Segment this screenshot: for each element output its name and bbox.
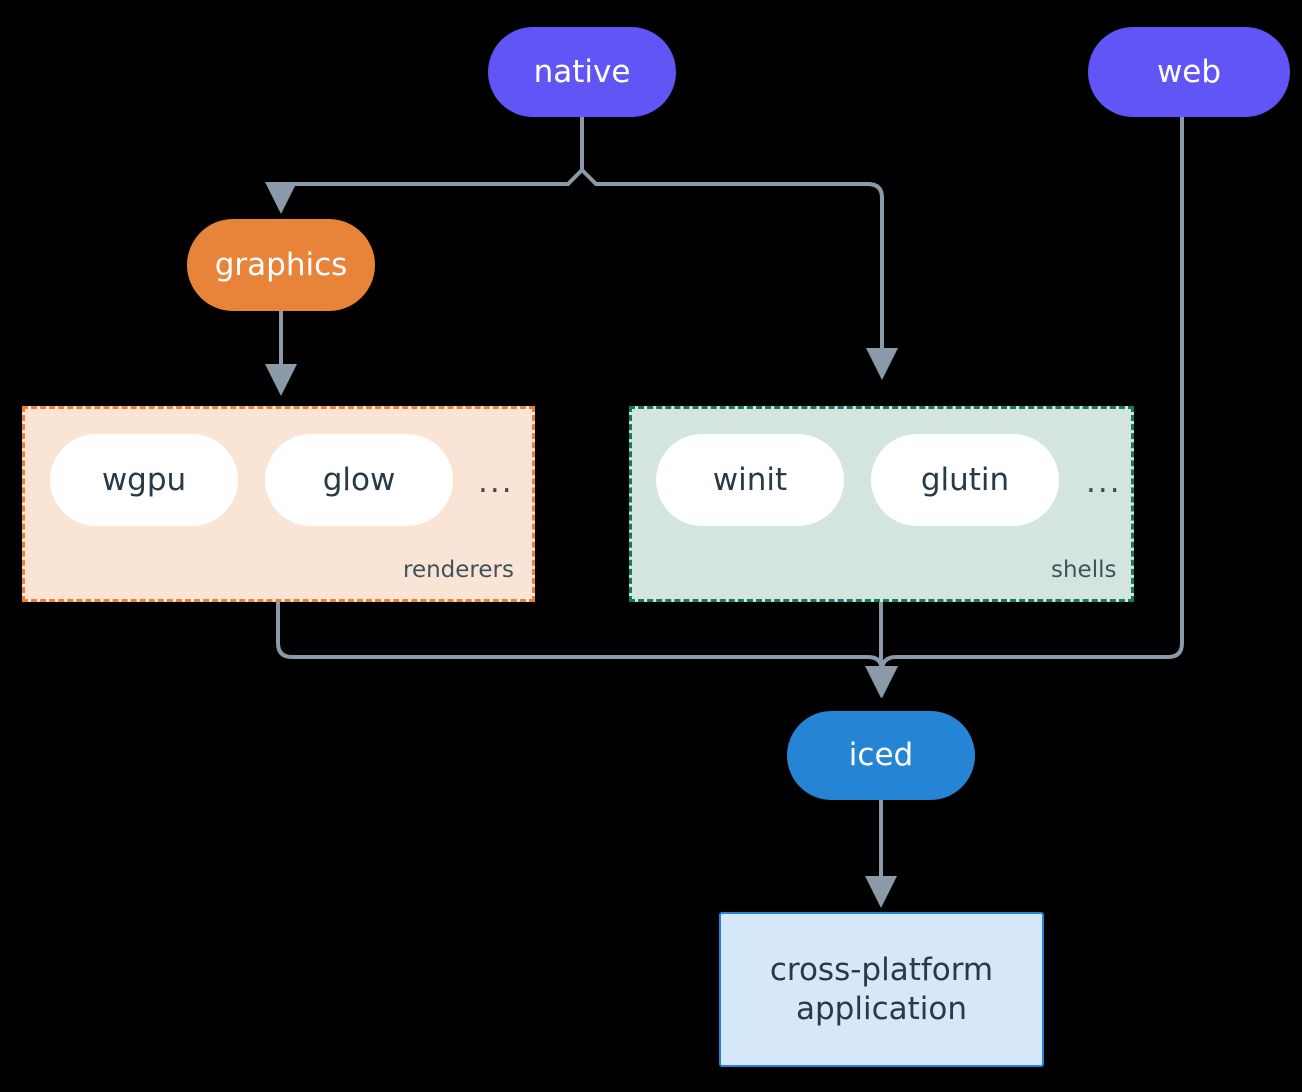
node-native-label: native: [533, 53, 631, 90]
edge-native-to-graphics-left: [265, 168, 584, 214]
node-wgpu-label: wgpu: [101, 461, 187, 498]
node-glutin-label: glutin: [920, 461, 1010, 498]
edge-renderers-to-iced: [276, 600, 898, 698]
node-native[interactable]: native: [488, 27, 676, 117]
node-renderers-more-label: ...: [478, 464, 514, 500]
group-shells-label-text: shells: [1051, 557, 1117, 583]
node-glow[interactable]: glow: [265, 434, 453, 526]
node-shells-more-label: ...: [1086, 464, 1122, 500]
node-application-label-line2: application: [796, 990, 967, 1027]
node-iced[interactable]: iced: [787, 711, 975, 800]
node-winit-label: winit: [712, 461, 788, 498]
node-application-label-line1: cross-platform: [769, 951, 994, 988]
node-renderers-more: ...: [478, 464, 514, 500]
node-web-label: web: [1156, 53, 1222, 90]
group-renderers-label-text: renderers: [403, 557, 514, 583]
node-web[interactable]: web: [1088, 27, 1290, 117]
node-shells-more: ...: [1086, 464, 1122, 500]
node-glow-label: glow: [322, 461, 396, 498]
node-graphics[interactable]: graphics: [187, 219, 375, 311]
node-application[interactable]: cross-platform application: [719, 912, 1044, 1067]
edge-native-to-graphics: [580, 168, 898, 380]
node-glutin[interactable]: glutin: [871, 434, 1059, 526]
group-shells-label: shells: [1051, 557, 1116, 583]
node-winit[interactable]: winit: [656, 434, 844, 526]
edge-web-to-iced: [866, 114, 1184, 698]
node-iced-label: iced: [848, 737, 914, 774]
node-graphics-label: graphics: [214, 246, 348, 283]
group-renderers-label: renderers: [403, 557, 514, 583]
node-wgpu[interactable]: wgpu: [50, 434, 238, 526]
